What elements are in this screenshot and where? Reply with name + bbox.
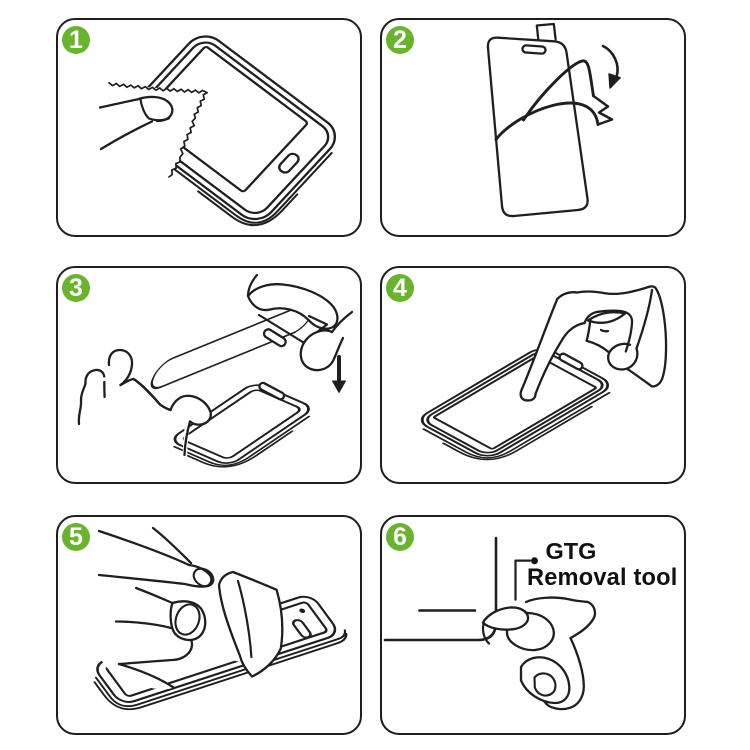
svg-text:GTG: GTG xyxy=(546,538,597,564)
svg-text:Removal tool: Removal tool xyxy=(527,565,678,591)
